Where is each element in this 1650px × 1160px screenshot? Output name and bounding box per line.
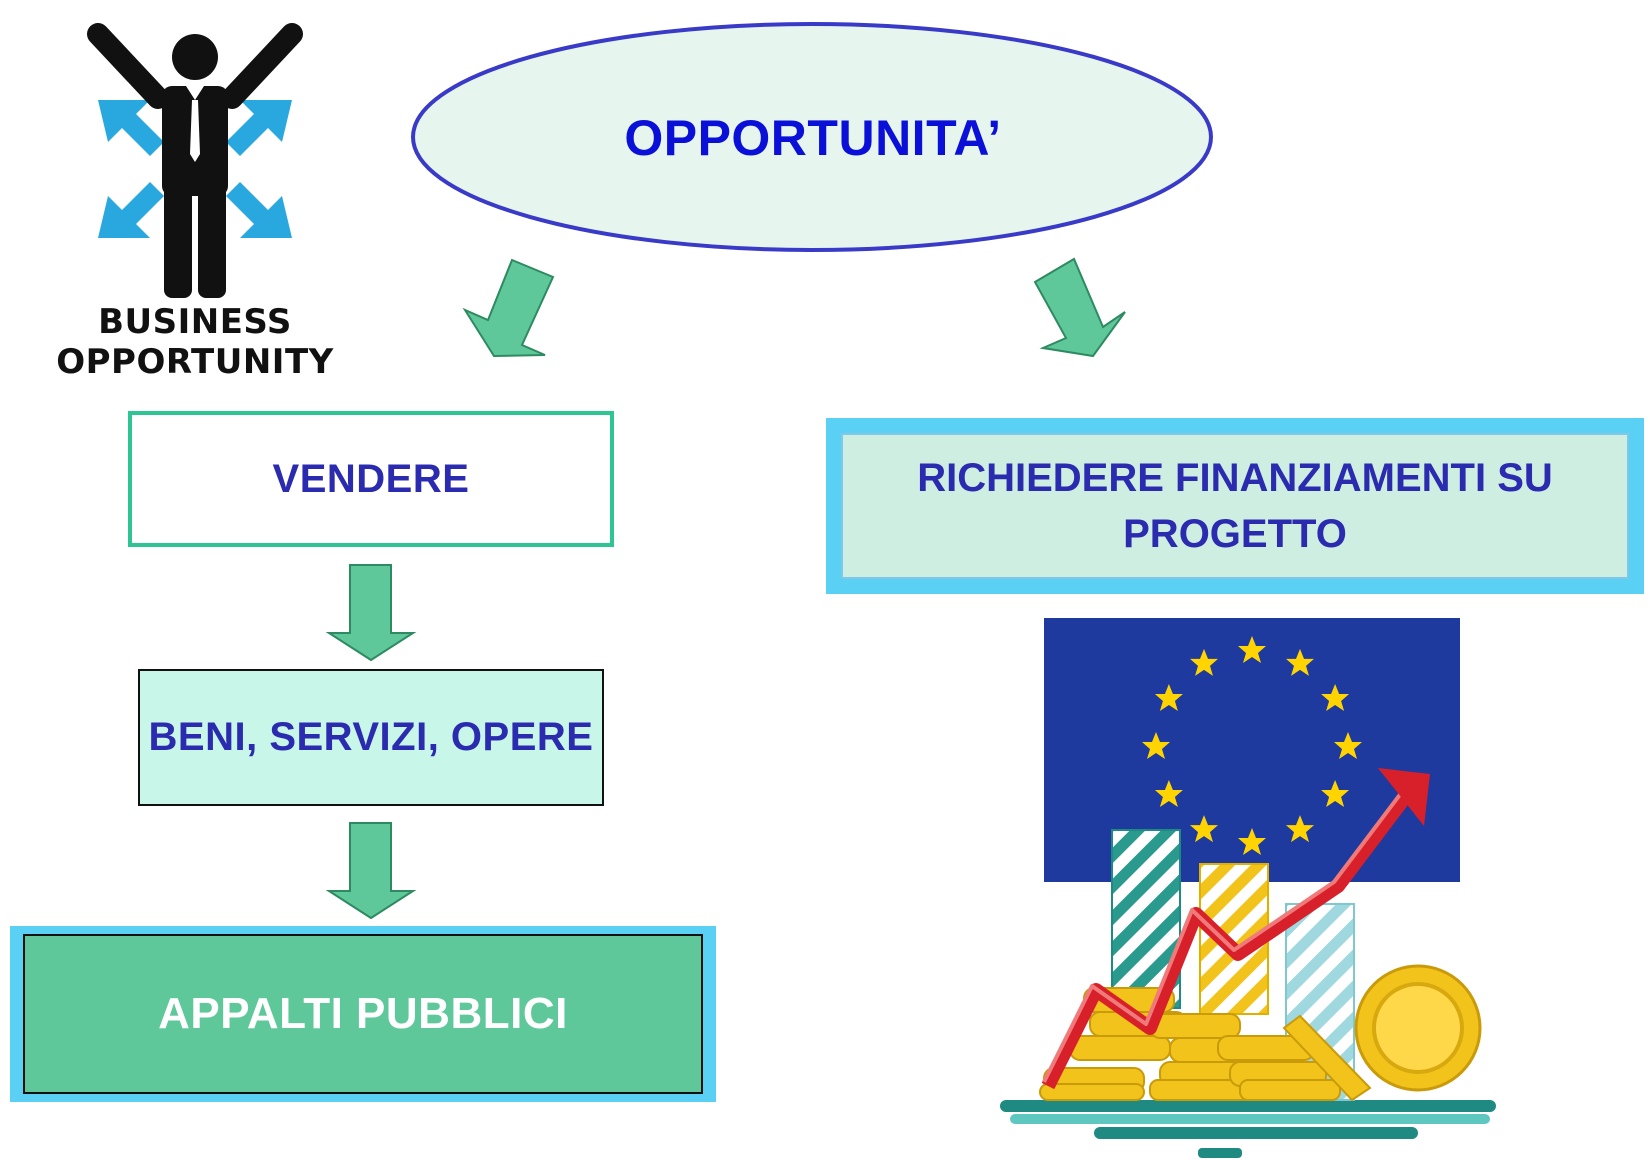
eu-star xyxy=(1190,815,1218,843)
eu-stars xyxy=(1142,636,1362,855)
eu-flag-coins-growth-icon xyxy=(1000,618,1496,1158)
eu-star xyxy=(1154,684,1183,711)
box-appalti-label: APPALTI PUBBLICI xyxy=(158,989,568,1038)
eu-star xyxy=(1321,684,1350,711)
finanziamenti-line1: RICHIEDERE FINANZIAMENTI SU xyxy=(917,456,1553,500)
box-beni-label: BENI, SERVIZI, OPERE xyxy=(148,715,594,759)
logo-caption-line1: BUSINESS xyxy=(98,302,292,342)
finanziamenti-line2: PROGETTO xyxy=(1123,512,1347,556)
box-appalti-outer: APPALTI PUBBLICI xyxy=(10,926,716,1102)
eu-star xyxy=(1190,648,1218,676)
box-vendere-label: VENDERE xyxy=(272,456,470,501)
eu-star xyxy=(1321,780,1350,807)
box-finanziamenti: RICHIEDERE FINANZIAMENTI SU PROGETTO xyxy=(841,433,1629,579)
eu-star xyxy=(1142,732,1170,759)
box-vendere: VENDERE xyxy=(128,411,614,547)
logo-caption-line2: OPPORTUNITY xyxy=(56,342,334,382)
box-finanziamenti-outer: RICHIEDERE FINANZIAMENTI SU PROGETTO xyxy=(826,418,1644,594)
eu-star xyxy=(1238,636,1266,663)
eu-star xyxy=(1286,815,1314,843)
person-arms-raised-with-arrows-icon xyxy=(87,23,303,298)
business-opportunity-logo: BUSINESS OPPORTUNITY xyxy=(40,20,350,390)
eu-star xyxy=(1154,780,1183,807)
eu-star xyxy=(1334,732,1362,759)
root-label: OPPORTUNITA’ xyxy=(624,110,1002,166)
box-appalti-pubblici: APPALTI PUBBLICI xyxy=(23,934,703,1094)
box-beni-servizi-opere: BENI, SERVIZI, OPERE xyxy=(138,669,604,806)
eu-star xyxy=(1238,828,1266,855)
eu-star xyxy=(1286,648,1314,676)
